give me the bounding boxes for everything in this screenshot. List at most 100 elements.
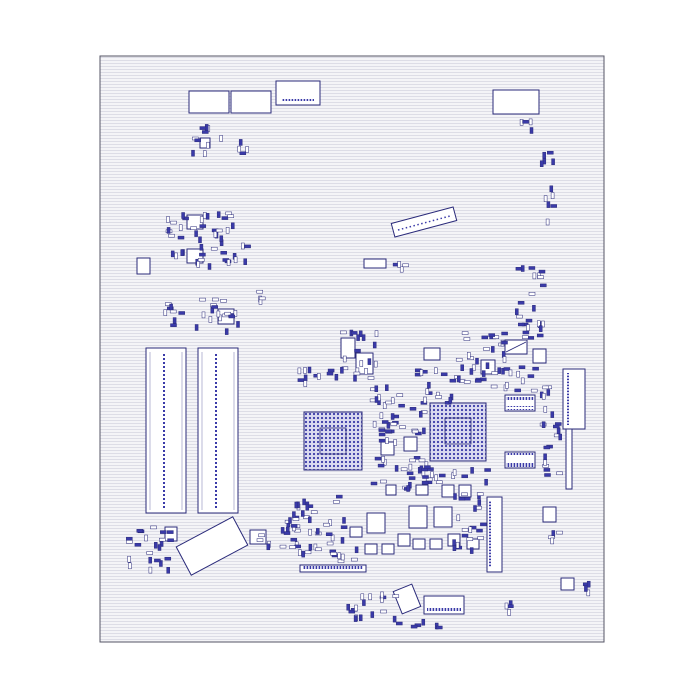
passive-component — [480, 522, 487, 527]
passive-component — [364, 368, 368, 375]
passive-component — [408, 463, 413, 471]
passive-component — [430, 471, 434, 478]
passive-component — [326, 371, 334, 376]
passive-component — [307, 366, 312, 374]
passive-component — [244, 244, 251, 249]
passive-component — [421, 618, 426, 626]
connector-right-long — [565, 428, 573, 490]
passive-component — [476, 528, 483, 533]
passive-component — [308, 543, 313, 551]
passive-component — [525, 318, 533, 323]
passive-component — [385, 400, 392, 405]
passive-component — [166, 227, 171, 234]
passive-component — [280, 527, 285, 534]
passive-component — [400, 467, 408, 472]
passive-component — [167, 530, 174, 534]
passive-component — [199, 126, 207, 130]
passive-component — [212, 297, 219, 302]
passive-component — [334, 373, 339, 381]
passive-component — [460, 364, 464, 371]
passive-component — [196, 261, 200, 268]
passive-component — [231, 222, 235, 230]
passive-component — [385, 384, 389, 391]
ram-slots — [145, 347, 239, 514]
passive-component — [367, 358, 372, 365]
passive-component — [390, 422, 398, 426]
passive-component — [378, 432, 386, 437]
passive-component — [351, 557, 358, 562]
passive-component — [199, 252, 206, 257]
passive-component — [380, 479, 387, 484]
passive-component — [411, 429, 419, 434]
passive-component — [308, 516, 312, 524]
passive-component — [507, 604, 514, 608]
passive-component — [224, 328, 229, 335]
passive-component — [150, 525, 157, 530]
passive-component — [491, 371, 499, 375]
passive-component — [379, 412, 384, 419]
passive-component — [501, 331, 508, 336]
passive-component — [504, 602, 509, 610]
passive-component — [543, 453, 547, 461]
passive-component — [461, 331, 469, 335]
passive-component — [542, 385, 549, 390]
passive-component — [374, 396, 379, 403]
passive-component — [501, 367, 505, 375]
passive-component — [516, 314, 523, 319]
passive-component — [126, 540, 133, 544]
passive-component — [527, 336, 535, 340]
passive-component — [453, 493, 457, 500]
passive-component — [233, 310, 238, 317]
passive-component — [245, 146, 249, 153]
passive-component — [418, 458, 426, 463]
passive-component — [169, 309, 177, 314]
passive-component — [305, 503, 310, 511]
passive-component — [397, 261, 401, 268]
passive-component — [206, 141, 210, 149]
passive-component — [233, 256, 238, 264]
ram-slot-2 — [197, 347, 239, 514]
passive-component — [194, 324, 199, 331]
passive-component — [476, 492, 484, 496]
passive-component — [463, 337, 471, 341]
passive-component — [436, 625, 443, 630]
passive-component — [354, 604, 358, 612]
passive-component — [501, 340, 508, 345]
tilted-connector-top — [390, 206, 458, 238]
passive-component — [394, 465, 399, 472]
passive-component — [515, 308, 519, 315]
passive-component — [550, 537, 554, 545]
passive-component — [167, 538, 174, 542]
connector-bottom-right — [423, 595, 465, 615]
passive-component — [323, 522, 330, 527]
passive-components — [126, 118, 591, 630]
passive-component — [283, 531, 291, 535]
passive-component — [378, 438, 386, 443]
passive-component — [556, 471, 563, 476]
passive-component — [490, 384, 498, 389]
passive-component — [367, 376, 375, 380]
passive-component — [455, 541, 460, 549]
passive-component — [317, 373, 321, 380]
passive-component — [178, 311, 185, 315]
passive-component — [126, 536, 133, 541]
passive-component — [471, 364, 476, 372]
passive-component — [358, 330, 363, 338]
passive-component — [470, 467, 474, 474]
passive-component — [529, 127, 534, 134]
passive-component — [166, 567, 170, 574]
passive-component — [402, 263, 409, 268]
passive-component — [532, 366, 539, 371]
passive-component — [374, 456, 382, 461]
passive-component — [336, 494, 343, 499]
passive-component — [298, 549, 302, 556]
passive-component — [481, 335, 489, 340]
passive-component — [340, 330, 347, 335]
passive-component — [256, 538, 264, 542]
passive-component — [497, 367, 501, 374]
passive-component — [461, 533, 469, 538]
passive-component — [399, 265, 404, 273]
passive-component — [226, 259, 231, 266]
passive-component — [316, 528, 320, 535]
